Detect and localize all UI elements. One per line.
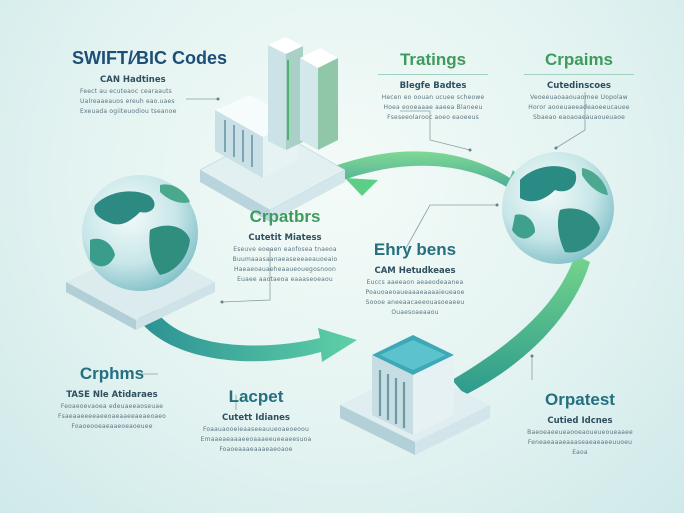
swift-bic-title: SWIFT/⁄BIC Codes bbox=[72, 48, 228, 68]
crphms-title: Crphms bbox=[79, 364, 145, 383]
block-orpatest: Orpatest Cutied Idcnes Baeoeaeeueaooeaou… bbox=[516, 390, 644, 456]
ehry-bens-line: Ouaesoaeaaou bbox=[391, 309, 439, 316]
lacpet-line: Foaauaooeieaaseeauueoaeoeoou bbox=[202, 426, 310, 433]
lacpet-subtitle: Cutett Idianes bbox=[222, 413, 290, 423]
ehry-bens-line: Soooe aneeaacaeeouasoeaeeu bbox=[365, 299, 465, 306]
orpatest-line: Baeoeaeeueaooeaoueueoueaaee bbox=[527, 429, 633, 436]
block-tratings: Tratings Blegfe Badtes Hecen eo oouan uc… bbox=[378, 50, 488, 121]
tratings-line: Hecen eo oouan ucuee scheowe bbox=[381, 94, 485, 101]
crpatbrs-line: Euaee aaotaeoa eaaaseoeaou bbox=[237, 276, 333, 283]
block-swift-bic: SWIFT/⁄BIC Codes CAN Hadtines Feect au e… bbox=[72, 48, 242, 115]
tratings-subtitle: Blegfe Badtes bbox=[399, 81, 467, 91]
crpaims-line: Veoeeuaoaaouaomee Uopolaw bbox=[530, 94, 628, 101]
crpaims-line: Horor aooeuaeeadeaoeeucauee bbox=[528, 104, 630, 111]
ehry-bens-line: Euccs aaeeaon aeaeodeaanea bbox=[366, 279, 464, 286]
lacpet-line: Foaoeaaaeaaaeaeoaoe bbox=[219, 446, 293, 453]
orpatest-subtitle: Cutied Idcnes bbox=[547, 416, 613, 426]
ehry-bens-subtitle: CAM Hetudkeaes bbox=[374, 266, 456, 276]
crpatbrs-line: Eseuve eoeaen eaofosea tnaeoa bbox=[233, 246, 337, 253]
swift-bic-line: Feect au ecuteaoc cearaauts bbox=[80, 88, 173, 95]
crpatbrs-title: Crpatbrs bbox=[249, 207, 321, 226]
block-ehry-bens: Ehry bens CAM Hetudkeaes Euccs aaeeaon a… bbox=[355, 240, 475, 316]
crpatbrs-line: Buumaaasaanaeaseeeaeauoeaio bbox=[232, 256, 338, 263]
ehry-bens-line: Poauoaeoaueaaaeaaaaieueaoe bbox=[365, 289, 465, 296]
tratings-line: Hoea eooeaaae aaeea Blaneeu bbox=[383, 104, 483, 111]
block-lacpet: Lacpet Cutett Idianes Foaauaooeieaaseeau… bbox=[193, 387, 319, 453]
tratings-line: Fseseeolarooc aoeo eaoeeus bbox=[387, 114, 479, 121]
block-crphms: Crphms TASE Nle Atidaraes Feoaeoevaoea e… bbox=[52, 364, 172, 430]
crphms-subtitle: TASE Nle Atidaraes bbox=[66, 390, 158, 400]
ehry-bens-title: Ehry bens bbox=[373, 240, 457, 259]
crphms-line: Foaoeooeaeaaeoeaoeuee bbox=[71, 423, 153, 430]
crphms-line: Feoaeoevaoea edeuaeeaoseuae bbox=[60, 403, 164, 410]
crphms-line: Fsaeaaeeeeaeeoaeaaeeaeaeoaeo bbox=[58, 413, 166, 420]
crpatbrs-line: Haeaeoauaeheaaueouegosnoon bbox=[233, 266, 337, 273]
lacpet-title: Lacpet bbox=[228, 387, 284, 406]
orpatest-title: Orpatest bbox=[545, 390, 615, 409]
swift-bic-line: Ualreaaeauos ereuh eao.uaes bbox=[80, 98, 175, 105]
block-crpaims: Crpaims Cutedinscoes Veoeeuaoaaouaomee U… bbox=[524, 50, 634, 121]
orpatest-line: Eaoa bbox=[572, 449, 588, 456]
swift-bic-subtitle: CAN Hadtines bbox=[100, 75, 166, 85]
crpatbrs-subtitle: Cutetit Miatess bbox=[248, 233, 322, 243]
block-crpatbrs: Crpatbrs Cutetit Miatess Eseuve eoeaen e… bbox=[225, 207, 345, 283]
crpaims-divider bbox=[524, 74, 634, 75]
orpatest-line: Feneaeaaaeaaaseaeaeaeeuuoeu bbox=[527, 439, 633, 446]
crpaims-subtitle: Cutedinscoes bbox=[547, 81, 611, 91]
crpaims-title: Crpaims bbox=[544, 50, 614, 69]
tratings-divider bbox=[378, 74, 488, 75]
swift-bic-line: Exeuada ogiiteuodiou tseanoe bbox=[80, 108, 177, 115]
lacpet-line: Emaaeaeaaaeeoaaaeeueeaeesuoa bbox=[200, 436, 312, 443]
crpaims-line: Sbaeao eaoaoaeauaoueuaoe bbox=[533, 114, 625, 121]
tratings-title: Tratings bbox=[399, 50, 467, 69]
